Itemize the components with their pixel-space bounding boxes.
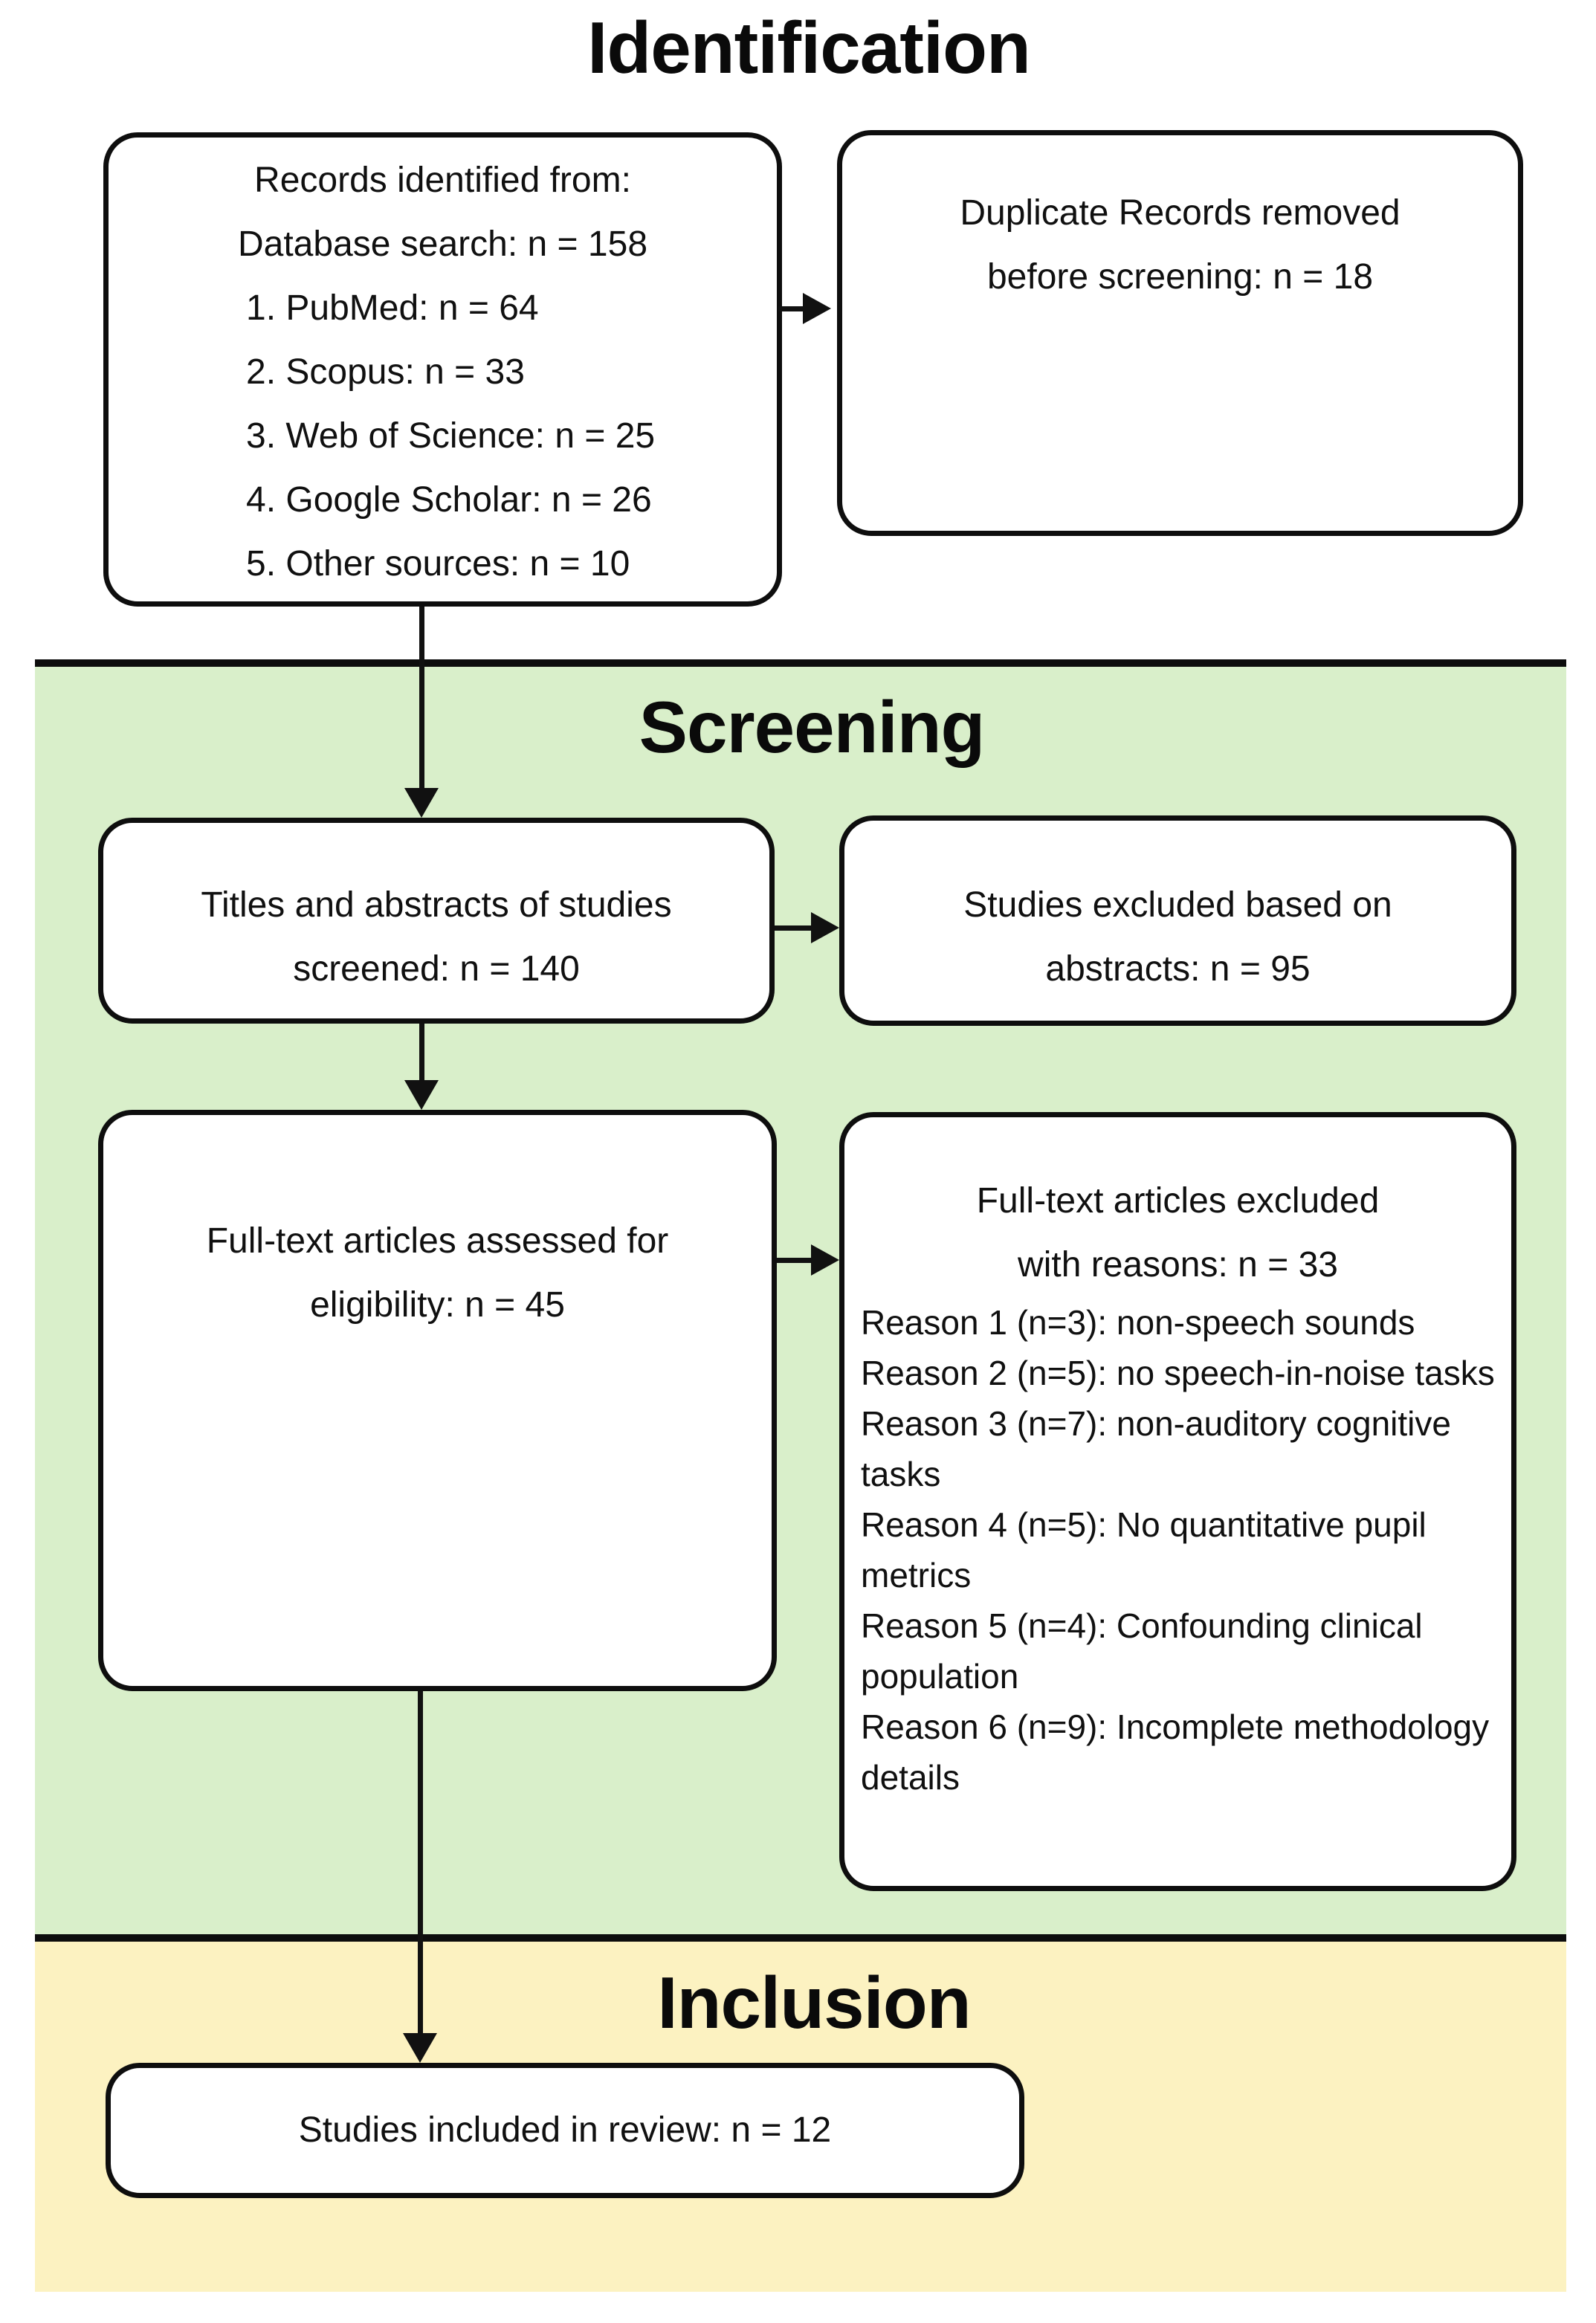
- arrow-shaft: [417, 1691, 423, 2033]
- records-source-item: 1. PubMed: n = 64: [246, 288, 539, 328]
- arrowhead-right-icon: [811, 912, 839, 943]
- arrow-shaft: [419, 607, 424, 788]
- arrow-records-to-screened: [404, 607, 439, 818]
- exclusion-reason-item: Reason 3 (n=7): non-auditory cognitive t…: [861, 1404, 1451, 1493]
- identification-section-title: Identification: [587, 7, 1031, 88]
- fulltext-excluded-title2: with reasons: n = 33: [1018, 1245, 1338, 1285]
- arrowhead-down-icon: [404, 1080, 439, 1110]
- fulltext-assessed-line2: eligibility: n = 45: [310, 1285, 565, 1325]
- arrowhead-down-icon: [403, 2033, 437, 2063]
- exclusion-reason-item: Reason 5 (n=4): Confounding clinical pop…: [861, 1606, 1423, 1696]
- arrowhead-down-icon: [404, 788, 439, 818]
- fulltext-excluded-title1: Full-text articles excluded: [976, 1181, 1380, 1221]
- arrow-records-to-duplicates: [778, 293, 831, 324]
- fulltext-assessed-box: Full-text articles assessed for eligibil…: [98, 1110, 777, 1691]
- fulltext-excluded-box: Full-text articles excluded with reasons…: [839, 1112, 1516, 1891]
- records-source-list: 1. PubMed: n = 64 2. Scopus: n = 33 3. Web…: [109, 277, 777, 596]
- abstract-excluded-line2: abstracts: n = 95: [1045, 949, 1311, 989]
- titles-abstracts-screened-box: Titles and abstracts of studies screened…: [98, 818, 775, 1024]
- records-identified-line1: Records identified from:: [254, 161, 631, 200]
- arrow-shaft: [775, 925, 811, 931]
- arrowhead-right-icon: [803, 293, 831, 324]
- records-source-item: 5. Other sources: n = 10: [246, 544, 630, 584]
- duplicates-removed-line1: Duplicate Records removed: [960, 193, 1400, 233]
- abstract-excluded-box: Studies excluded based on abstracts: n =…: [839, 815, 1516, 1026]
- titles-abstracts-line2: screened: n = 140: [293, 949, 580, 989]
- inclusion-section-title: Inclusion: [657, 1962, 971, 2043]
- records-source-item: 4. Google Scholar: n = 26: [246, 480, 652, 520]
- arrow-fulltext-to-reasons: [777, 1244, 839, 1276]
- arrow-screened-to-fulltext: [404, 1024, 439, 1110]
- exclusion-reason-item: Reason 1 (n=3): non-speech sounds: [861, 1303, 1415, 1342]
- exclusion-reason-item: Reason 6 (n=9): Incomplete methodology d…: [861, 1707, 1490, 1797]
- arrow-shaft: [419, 1024, 424, 1080]
- duplicates-removed-box: Duplicate Records removed before screeni…: [837, 130, 1523, 536]
- arrow-screened-to-excluded: [775, 912, 839, 943]
- arrowhead-right-icon: [811, 1244, 839, 1276]
- records-identified-line2: Database search: n = 158: [237, 224, 648, 264]
- records-identified-box: Records identified from: Database search…: [103, 132, 782, 607]
- titles-abstracts-line1: Titles and abstracts of studies: [201, 885, 672, 925]
- arrow-shaft: [778, 306, 803, 311]
- arrow-shaft: [777, 1257, 811, 1263]
- records-source-item: 3. Web of Science: n = 25: [246, 416, 656, 456]
- arrow-fulltext-to-included: [403, 1691, 437, 2063]
- screening-section-title: Screening: [639, 686, 986, 768]
- exclusion-reason-item: Reason 2 (n=5): no speech-in-noise tasks: [861, 1354, 1495, 1392]
- duplicates-removed-line2: before screening: n = 18: [986, 257, 1374, 297]
- abstract-excluded-line1: Studies excluded based on: [963, 885, 1392, 925]
- studies-included-box: Studies included in review: n = 12: [106, 2063, 1024, 2198]
- exclusion-reason-item: Reason 4 (n=5): No quantitative pupil me…: [861, 1505, 1427, 1595]
- records-source-item: 2. Scopus: n = 33: [246, 352, 525, 392]
- studies-included-line1: Studies included in review: n = 12: [298, 2110, 832, 2150]
- fulltext-assessed-line1: Full-text articles assessed for: [206, 1221, 669, 1261]
